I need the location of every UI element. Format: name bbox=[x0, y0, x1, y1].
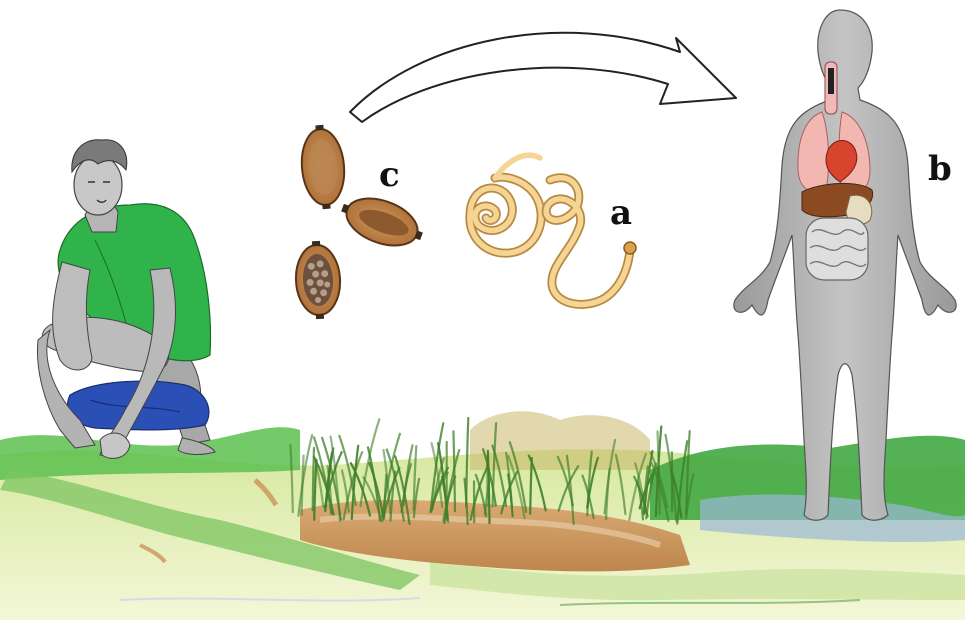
egg-2 bbox=[335, 188, 428, 256]
egg-3 bbox=[294, 240, 342, 320]
label-b: b bbox=[928, 152, 952, 186]
curved-arrow bbox=[350, 33, 736, 122]
hookworm-eggs bbox=[294, 123, 429, 320]
label-a: a bbox=[610, 196, 632, 230]
squatting-man-figure bbox=[37, 140, 215, 459]
larva-head bbox=[624, 242, 636, 254]
grass-blade bbox=[313, 448, 314, 510]
egg-1 bbox=[298, 123, 347, 210]
label-c: c bbox=[379, 158, 400, 192]
